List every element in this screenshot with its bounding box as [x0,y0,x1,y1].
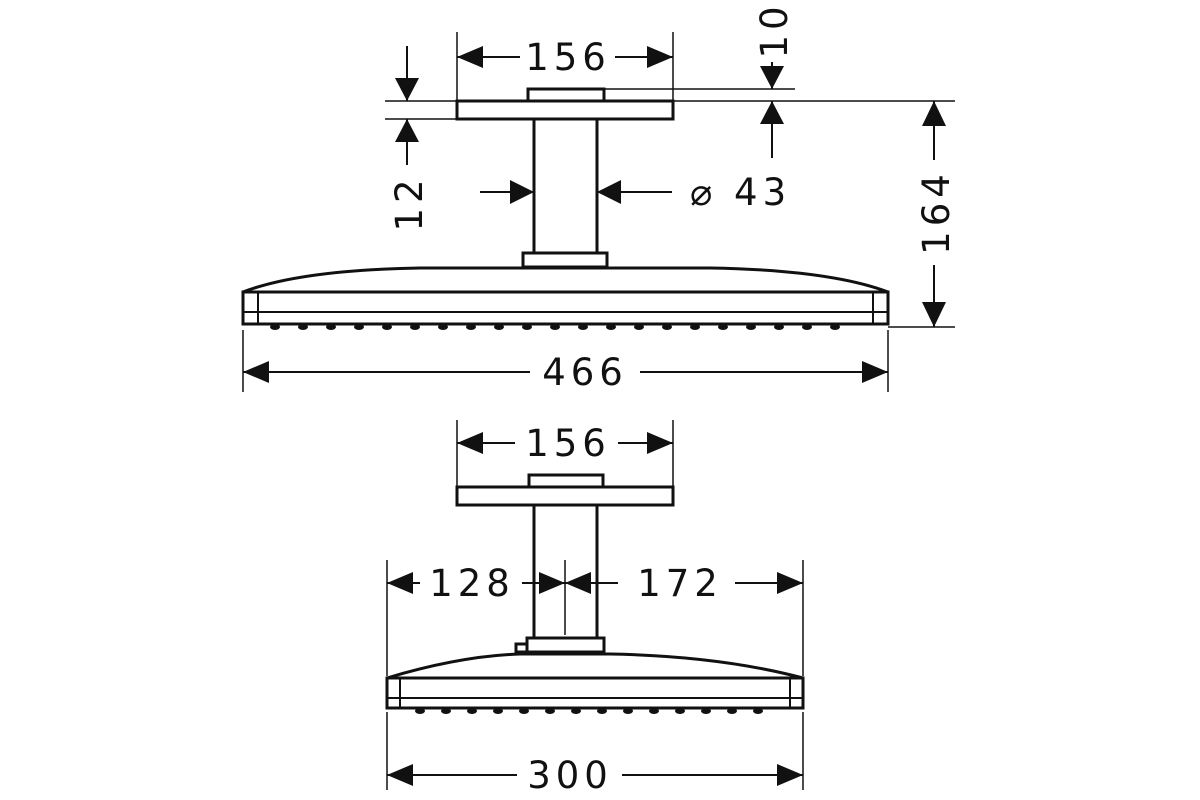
side-plate-cap [527,473,605,489]
nozzle [578,324,588,330]
label-plate-thickness: 12 [388,174,431,231]
dim-plate-thickness: 12 [385,46,456,232]
side-elevation-view: 156 128 172 300 [385,420,805,797]
shower-head-body [241,290,890,326]
nozzle [545,708,555,714]
nozzle [522,324,532,330]
nozzle [597,708,607,714]
nozzle [571,708,581,714]
nozzle [326,324,336,330]
nozzle [623,708,633,714]
nozzle [634,324,644,330]
nozzle [606,324,616,330]
side-arm-connector [525,636,606,654]
label-side-plate-width: 156 [525,422,611,465]
nozzle [467,708,477,714]
label-side-head-width: 300 [527,754,613,797]
nozzle [675,708,685,714]
label-total-height: 164 [915,169,958,255]
dim-plate-offset: 10 [604,1,955,158]
nozzle [354,324,364,330]
side-head-dome [386,652,804,680]
plate-cap [526,87,606,103]
nozzle [494,324,504,330]
front-elevation-view: 156 12 10 ⌀ 43 [241,1,958,394]
ceiling-plate [455,99,675,121]
nozzle [649,708,659,714]
dim-head-width: 466 [242,330,889,394]
nozzle [701,708,711,714]
nozzle [662,324,672,330]
label-left-offset: 128 [429,562,515,605]
dim-plate-width: 156 [456,32,674,100]
dim-side-offsets: 128 172 [386,560,804,676]
nozzle [753,708,763,714]
nozzle [382,324,392,330]
nozzle-row [270,324,840,330]
arm-connector [521,251,609,269]
nozzle [415,708,425,714]
nozzle [727,708,737,714]
label-plate-offset: 10 [753,1,796,58]
nozzle [410,324,420,330]
nozzle [550,324,560,330]
nozzle [298,324,308,330]
nozzle [746,324,756,330]
dim-side-head-width: 300 [386,712,804,797]
nozzle [270,324,280,330]
shower-head-dome [242,266,889,294]
nozzle [690,324,700,330]
nozzle [466,324,476,330]
nozzle [438,324,448,330]
nozzle [519,708,529,714]
label-plate-width: 156 [525,36,611,79]
label-head-width: 466 [542,351,628,394]
shower-arm [532,117,599,255]
nozzle [774,324,784,330]
nozzle [441,708,451,714]
side-connector-lip [514,642,529,654]
nozzle [493,708,503,714]
nozzle [830,324,840,330]
label-right-offset: 172 [637,562,723,605]
dim-arm-diameter: ⌀ 43 [480,171,791,214]
label-arm-diameter: ⌀ 43 [690,171,791,214]
nozzle [718,324,728,330]
side-ceiling-plate [455,485,675,507]
side-nozzle-row [415,708,763,714]
dim-side-plate-width: 156 [456,420,674,486]
nozzle [802,324,812,330]
dim-total-height: 164 [888,101,958,328]
side-head-body [385,676,805,710]
